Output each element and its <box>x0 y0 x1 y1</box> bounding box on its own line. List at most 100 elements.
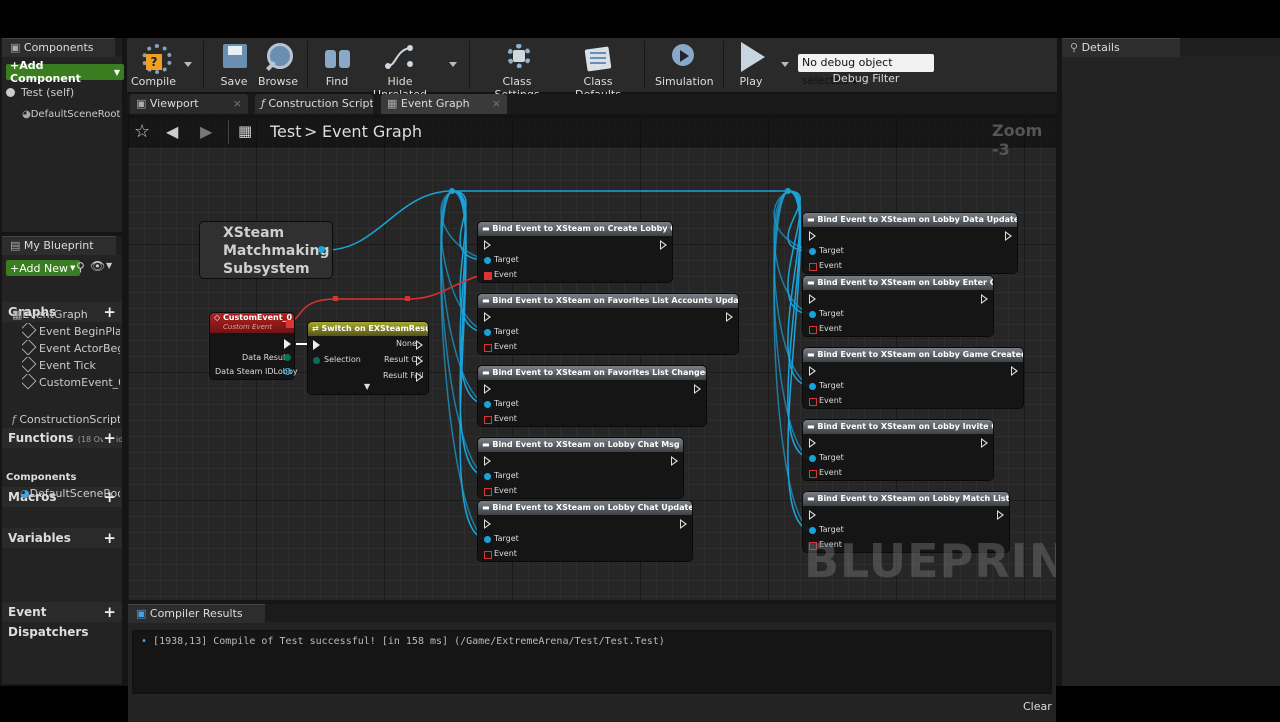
close-icon[interactable]: × <box>232 97 242 110</box>
clear-button[interactable]: Clear <box>1023 700 1052 713</box>
my-blueprint-tab[interactable]: ▤ My Blueprint <box>2 236 122 255</box>
target-pin[interactable] <box>809 383 816 390</box>
target-pin[interactable] <box>484 257 491 264</box>
find-button[interactable]: Find <box>319 42 355 88</box>
add-new-button[interactable]: +Add New ▼ <box>6 260 80 276</box>
components-category[interactable]: Components <box>6 469 120 486</box>
target-pin[interactable] <box>484 401 491 408</box>
event-pin[interactable] <box>809 263 817 271</box>
function-item-constructionscript[interactable]: ƒ ConstructionScript <box>12 411 120 428</box>
lobby-id-pin[interactable] <box>284 368 291 375</box>
bind-event-node[interactable]: ▬ Bind Event to XSteam on Lobby Data Upd… <box>803 213 1017 273</box>
exec-in-pin[interactable] <box>809 510 816 520</box>
event-pin[interactable] <box>484 344 492 352</box>
exec-out-pin[interactable] <box>981 294 988 304</box>
bind-event-node[interactable]: ▬ Bind Event to XSteam on Lobby Enter Ca… <box>803 276 993 336</box>
subsystem-node[interactable]: XSteam Matchmaking Subsystem <box>200 222 332 278</box>
bind-event-node[interactable]: ▬ Bind Event to XSteam on Lobby Invite C… <box>803 420 993 480</box>
exec-out-pin[interactable] <box>284 339 291 349</box>
event-pin[interactable] <box>809 542 817 550</box>
bind-event-node[interactable]: ▬ Bind Event to XSteam on Lobby Match Li… <box>803 492 1009 552</box>
event-pin[interactable] <box>484 416 492 424</box>
event-item-tick[interactable]: Event Tick <box>22 357 120 374</box>
selection-pin[interactable] <box>313 357 320 364</box>
class-defaults-button[interactable]: Class Defaults <box>561 42 635 101</box>
bind-event-node[interactable]: ▬ Bind Event to XSteam on Create Lobby C… <box>478 222 672 282</box>
event-pin[interactable] <box>484 551 492 559</box>
event-pin[interactable] <box>484 488 492 496</box>
exec-out-none[interactable] <box>416 340 423 350</box>
exec-out-fail[interactable] <box>416 372 423 382</box>
add-macro-icon[interactable]: + <box>103 488 116 506</box>
tab-event-graph[interactable]: ▦ Event Graph× <box>381 94 507 114</box>
breadcrumb-root[interactable]: Test <box>270 122 302 141</box>
star-icon[interactable]: ☆ <box>134 121 151 142</box>
data-result-pin[interactable] <box>284 354 291 361</box>
compiler-results-tab[interactable]: ▣ Compiler Results <box>128 604 1056 623</box>
play-options-chevron-icon[interactable] <box>781 62 789 67</box>
event-pin[interactable] <box>809 326 817 334</box>
expand-chevron-icon[interactable]: ▼ <box>364 382 371 391</box>
exec-in-pin[interactable] <box>484 456 491 466</box>
debug-object-select[interactable]: No debug object selected▼ <box>798 54 934 87</box>
bind-event-node[interactable]: ▬ Bind Event to XSteam on Lobby Chat Upd… <box>478 501 692 561</box>
eye-icon[interactable]: 👁 <box>90 259 106 273</box>
simulation-button[interactable]: Simulation <box>655 42 714 88</box>
add-graph-icon[interactable]: + <box>103 303 116 321</box>
exec-out-pin[interactable] <box>1005 231 1012 241</box>
event-pin[interactable] <box>809 398 817 406</box>
compile-button[interactable]: ? Compile <box>131 42 176 88</box>
exec-out-pin[interactable] <box>694 384 701 394</box>
compile-options-chevron-icon[interactable] <box>184 62 192 67</box>
event-pin[interactable] <box>809 470 817 478</box>
event-item-customevent[interactable]: CustomEvent_0 <box>22 374 120 391</box>
play-button[interactable]: Play <box>733 42 769 88</box>
exec-in-pin[interactable] <box>484 240 491 250</box>
add-dispatcher-icon[interactable]: + <box>103 603 116 621</box>
back-arrow-icon[interactable]: ◀ <box>166 122 179 141</box>
target-pin[interactable] <box>809 527 816 534</box>
bind-event-node[interactable]: ▬ Bind Event to XSteam on Favorites List… <box>478 294 738 354</box>
exec-out-pin[interactable] <box>981 438 988 448</box>
exec-in-pin[interactable] <box>809 438 816 448</box>
exec-out-pin[interactable] <box>997 510 1004 520</box>
details-tab[interactable]: ⚲ Details <box>1062 38 1280 57</box>
tab-construction-script[interactable]: ƒ Construction Script <box>255 94 373 114</box>
component-item-defaultsceneroot[interactable]: ◕DefaultSceneRoot <box>22 106 122 123</box>
component-item-self[interactable]: Test (self) <box>6 84 120 101</box>
variable-item-defaultsceneroot[interactable]: ◕DefaultSceneRoot <box>20 485 120 502</box>
chevron-down-icon[interactable]: ▼ <box>106 261 113 270</box>
exec-out-pin[interactable] <box>671 456 678 466</box>
functions-section[interactable]: Functions (18 Overridable) + <box>2 428 122 448</box>
delegate-pin[interactable] <box>286 320 294 328</box>
class-settings-button[interactable]: Class Settings <box>479 42 555 101</box>
target-pin[interactable] <box>484 536 491 543</box>
close-icon[interactable]: × <box>491 97 501 110</box>
event-item-actorbeginoverlap[interactable]: Event ActorBeginOverlap <box>22 340 120 357</box>
variables-section[interactable]: Variables + <box>2 528 122 548</box>
hide-unrelated-options-chevron-icon[interactable] <box>449 62 457 67</box>
search-icon[interactable]: ⚲ <box>76 260 85 274</box>
graphs-section[interactable]: Graphs + <box>2 302 122 322</box>
graph-item-eventgraph[interactable]: ▦EventGraph <box>12 306 120 323</box>
switch-node[interactable]: ⇄ Switch on EXSteamResult Selection None… <box>308 322 428 394</box>
target-pin[interactable] <box>484 473 491 480</box>
add-variable-icon[interactable]: + <box>103 529 116 547</box>
exec-in-pin[interactable] <box>809 294 816 304</box>
add-function-icon[interactable]: + <box>103 428 116 448</box>
exec-out-pin[interactable] <box>1011 366 1018 376</box>
output-pin[interactable] <box>318 246 325 253</box>
custom-event-node[interactable]: ◇ CustomEvent_0 Custom Event Data Result… <box>210 313 298 379</box>
exec-out-pin[interactable] <box>660 240 667 250</box>
event-pin[interactable] <box>484 272 492 280</box>
exec-in-pin[interactable] <box>484 384 491 394</box>
macros-section[interactable]: Macros + <box>2 487 122 507</box>
hide-unrelated-button[interactable]: Hide Unrelated <box>363 42 437 101</box>
bind-event-node[interactable]: ▬ Bind Event to XSteam on Favorites List… <box>478 366 706 426</box>
target-pin[interactable] <box>809 311 816 318</box>
exec-out-ok[interactable] <box>416 356 423 366</box>
forward-arrow-icon[interactable]: ▶ <box>200 122 213 141</box>
target-pin[interactable] <box>484 329 491 336</box>
browse-button[interactable]: Browse <box>257 42 299 88</box>
exec-in-pin[interactable] <box>313 340 320 350</box>
